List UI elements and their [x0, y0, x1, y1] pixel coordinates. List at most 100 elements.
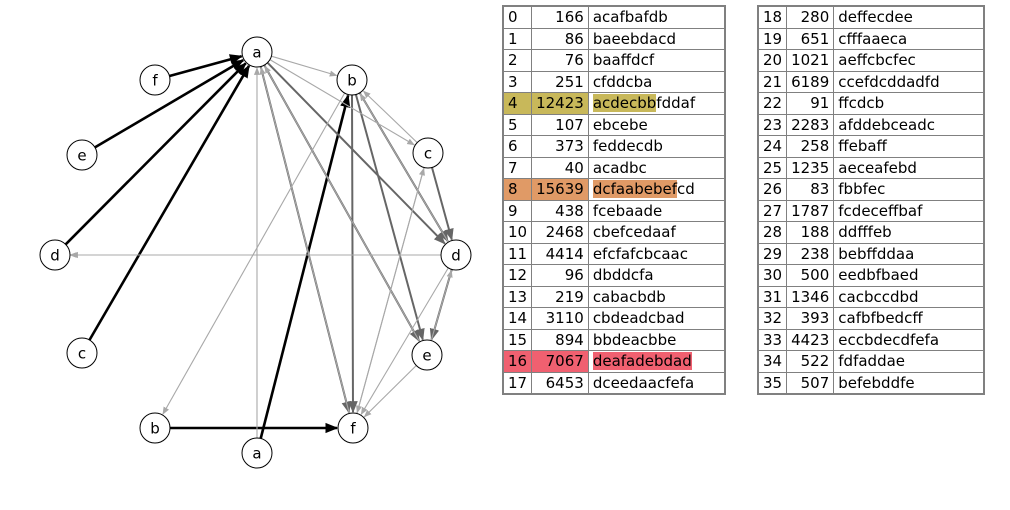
row-sequence: fdfaddae — [833, 350, 985, 373]
row-count: 76 — [531, 49, 589, 72]
row-index: 19 — [757, 27, 788, 50]
node-b2: b — [139, 412, 171, 444]
edge-b1-e1 — [354, 94, 425, 341]
edge-a1-c1 — [269, 59, 415, 146]
row-sequence: ddfffeb — [833, 221, 985, 244]
node-c2: c — [66, 337, 98, 369]
row-sequence: dcfaabebefcd — [587, 178, 726, 201]
row-count: 83 — [786, 178, 835, 201]
row-index: 22 — [757, 92, 788, 115]
node-a2: a — [241, 437, 273, 469]
node-circle — [39, 239, 71, 271]
row-sequence: cfddcba — [587, 70, 726, 93]
row-index: 8 — [502, 178, 533, 201]
row-sequence: ccefdcddadfd — [833, 70, 985, 93]
row-index: 23 — [757, 113, 788, 136]
edge-f2-a1 — [169, 54, 243, 78]
row-count: 894 — [531, 328, 589, 351]
edges-layer — [64, 54, 454, 439]
node-circle — [412, 137, 444, 169]
node-circle — [241, 36, 273, 68]
row-index: 24 — [757, 135, 788, 158]
row-count: 15639 — [531, 178, 589, 201]
row-index: 2 — [502, 49, 533, 72]
node-label: d — [451, 247, 461, 265]
row-index: 32 — [757, 307, 788, 330]
row-sequence: acadbc — [587, 156, 726, 179]
row-sequence: eedbfbaed — [833, 264, 985, 287]
row-sequence: ebcebe — [587, 113, 726, 136]
row-index: 5 — [502, 113, 533, 136]
edge-e1-d1 — [430, 269, 453, 341]
node-label: c — [78, 345, 86, 363]
row-index: 35 — [757, 371, 788, 395]
node-d2: d — [39, 239, 71, 271]
highlight-span: dcfaabebef — [592, 180, 678, 199]
row-count: 96 — [531, 264, 589, 287]
node-f2: f — [139, 64, 171, 96]
row-sequence: aeffcbcfec — [833, 49, 985, 72]
row-sequence: deafadebdad — [587, 350, 726, 373]
row-sequence: ffcdcb — [833, 92, 985, 115]
row-index: 18 — [757, 5, 788, 29]
node-label: f — [152, 72, 158, 90]
edge-a1-d1 — [266, 62, 446, 245]
edge-e1-a1 — [264, 65, 421, 343]
row-count: 2283 — [786, 113, 835, 136]
row-count: 1235 — [786, 156, 835, 179]
node-b1: b — [336, 64, 368, 96]
row-sequence: cafbfbedcff — [833, 307, 985, 330]
row-sequence: cacbccdbd — [833, 285, 985, 308]
row-sequence: cabacbdb — [587, 285, 726, 308]
edge-a2-b1 — [259, 94, 351, 439]
row-count: 188 — [786, 221, 835, 244]
node-circle — [139, 64, 171, 96]
row-sequence: dbddcfa — [587, 264, 726, 287]
row-count: 1346 — [786, 285, 835, 308]
node-circle — [66, 139, 98, 171]
row-count: 219 — [531, 285, 589, 308]
node-d1: d — [440, 239, 472, 271]
row-count: 7067 — [531, 350, 589, 373]
row-count: 438 — [531, 199, 589, 222]
row-sequence: bbdeacbbe — [587, 328, 726, 351]
row-sequence: fcebaade — [587, 199, 726, 222]
row-count: 522 — [786, 350, 835, 373]
row-index: 13 — [502, 285, 533, 308]
edge-b1-f1 — [348, 94, 358, 414]
row-index: 25 — [757, 156, 788, 179]
highlight-span: deafadebdad — [592, 352, 692, 371]
node-a1: a — [241, 36, 273, 68]
node-circle — [139, 412, 171, 444]
node-circle — [411, 339, 443, 371]
row-sequence: deffecdee — [833, 5, 985, 29]
row-index: 10 — [502, 221, 533, 244]
node-circle — [440, 239, 472, 271]
row-index: 30 — [757, 264, 788, 287]
row-count: 166 — [531, 5, 589, 29]
row-count: 6453 — [531, 371, 589, 395]
node-e1: e — [411, 339, 443, 371]
row-index: 31 — [757, 285, 788, 308]
row-count: 91 — [786, 92, 835, 115]
row-count: 280 — [786, 5, 835, 29]
row-count: 1021 — [786, 49, 835, 72]
